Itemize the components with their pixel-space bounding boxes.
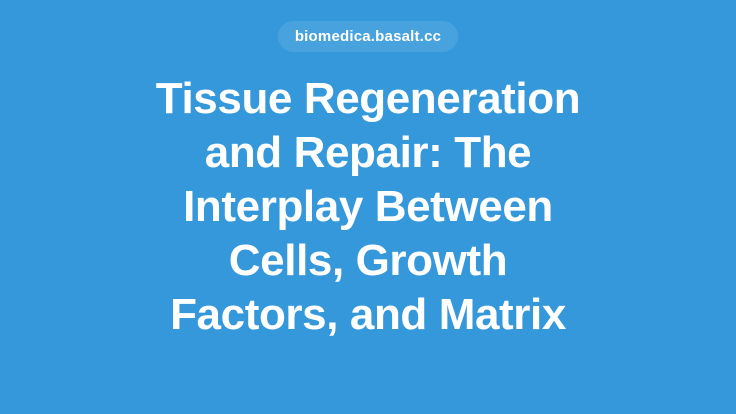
headline-line-3: Interplay Between [183, 182, 553, 231]
site-domain-label: biomedica.basalt.cc [294, 28, 442, 45]
headline-line-4: Cells, Growth [228, 236, 508, 285]
headline-title: Tissue Regeneration and Repair: The Inte… [0, 72, 736, 342]
headline-line-5: Factors, and Matrix [170, 290, 566, 339]
headline-line-1: Tissue Regeneration [155, 74, 581, 123]
site-domain-badge[interactable]: biomedica.basalt.cc [277, 21, 459, 52]
headline-line-2: and Repair: The [204, 128, 532, 177]
